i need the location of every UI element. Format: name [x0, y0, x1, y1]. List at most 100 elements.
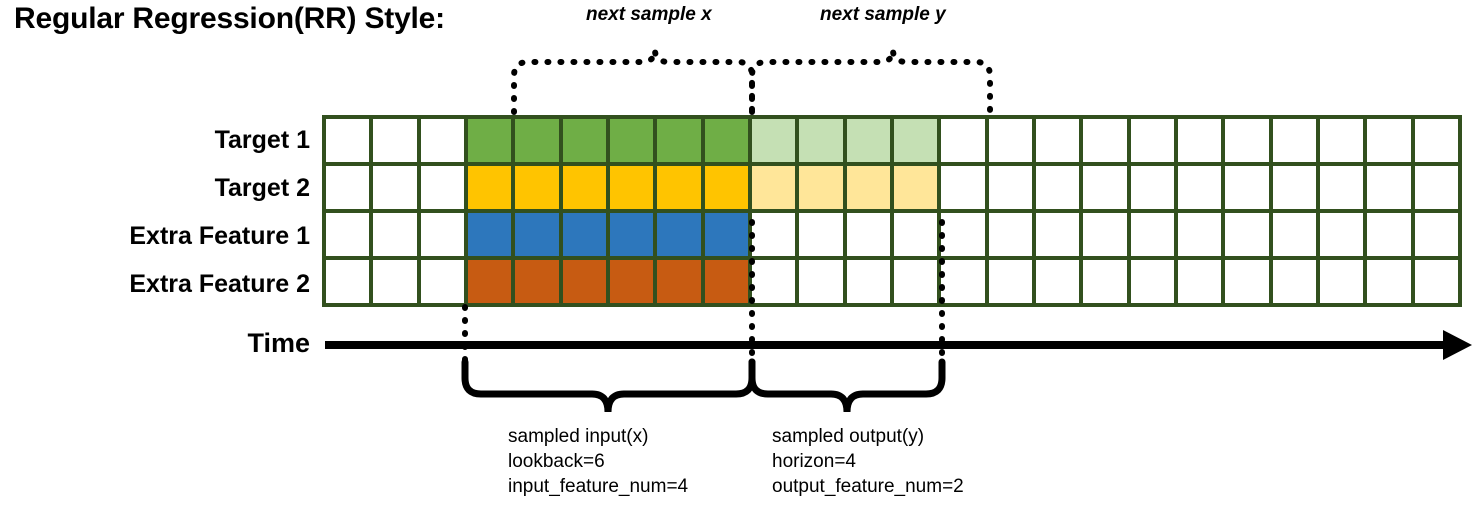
grid-cell-extra-feature-1-23: [1414, 213, 1458, 256]
grid-cell-target-2-23: [1414, 166, 1458, 209]
grid-cell-extra-feature-1-9: [751, 213, 796, 256]
grid-cell-target-1-4: [515, 119, 559, 162]
grid-cell-extra-feature-2-2: [420, 260, 464, 303]
grid-cell-extra-feature-1-16: [1083, 213, 1127, 256]
grid-cell-target-2-9: [751, 166, 796, 209]
grid-cell-extra-feature-2-7: [657, 260, 701, 303]
grid-cell-extra-feature-2-20: [1272, 260, 1316, 303]
row-label-target-1: Target 1: [214, 126, 310, 154]
grid-cell-target-1-12: [893, 119, 938, 162]
grid-cell-extra-feature-2-14: [988, 260, 1032, 303]
grid-cell-extra-feature-1-7: [657, 213, 701, 256]
grid-cell-extra-feature-2-22: [1367, 260, 1411, 303]
grid-cell-extra-feature-2-17: [1130, 260, 1174, 303]
grid-cell-target-2-15: [1035, 166, 1080, 209]
grid-cell-target-1-7: [657, 119, 701, 162]
grid-cell-extra-feature-2-4: [515, 260, 559, 303]
grid-cell-extra-feature-2-8: [704, 260, 748, 303]
grid-cell-extra-feature-1-1: [373, 213, 417, 256]
solid-brace-sampled-output: [748, 358, 946, 413]
grid-cell-target-2-6: [609, 166, 654, 209]
grid-cell-extra-feature-1-11: [846, 213, 890, 256]
label-next-sample-x: next sample x: [586, 4, 712, 25]
grid-cell-target-1-11: [846, 119, 890, 162]
grid-cell-extra-feature-2-11: [846, 260, 890, 303]
grid-cell-target-1-2: [420, 119, 464, 162]
grid-cell-extra-feature-1-17: [1130, 213, 1174, 256]
grid-cell-extra-feature-1-12: [893, 213, 938, 256]
grid-cell-extra-feature-2-12: [893, 260, 938, 303]
grid-cell-target-1-6: [609, 119, 654, 162]
row-label-extra-feature-2: Extra Feature 2: [129, 270, 310, 298]
sampled-output-title: sampled output(y): [772, 426, 925, 447]
grid-cell-target-2-19: [1225, 166, 1269, 209]
grid-cell-extra-feature-2-1: [373, 260, 417, 303]
solid-brace-sampled-input: [461, 358, 756, 413]
grid-cell-target-1-16: [1083, 119, 1127, 162]
grid-cell-extra-feature-1-3: [467, 213, 512, 256]
grid-cell-target-1-14: [988, 119, 1032, 162]
grid-cell-extra-feature-1-13: [941, 213, 985, 256]
grid-cell-target-1-22: [1367, 119, 1411, 162]
grid-cell-target-1-23: [1414, 119, 1458, 162]
grid-cell-target-2-10: [799, 166, 843, 209]
grid-cell-target-1-19: [1225, 119, 1269, 162]
grid-cell-extra-feature-2-10: [799, 260, 843, 303]
grid-cell-target-1-5: [562, 119, 606, 162]
grid-cell-target-2-5: [562, 166, 606, 209]
grid-cell-target-2-8: [704, 166, 748, 209]
sampled-output-feature-num: output_feature_num=2: [772, 476, 964, 497]
grid-cell-extra-feature-1-2: [420, 213, 464, 256]
grid-cell-target-2-3: [467, 166, 512, 209]
grid-cell-extra-feature-2-23: [1414, 260, 1458, 303]
sampled-input-title: sampled input(x): [508, 426, 649, 447]
grid-cell-target-2-11: [846, 166, 890, 209]
grid-cell-extra-feature-1-20: [1272, 213, 1316, 256]
grid-cell-target-2-21: [1319, 166, 1364, 209]
grid-cell-target-2-14: [988, 166, 1032, 209]
grid-cell-target-1-18: [1177, 119, 1222, 162]
grid-cell-target-1-8: [704, 119, 748, 162]
grid-cell-extra-feature-1-0: [326, 213, 370, 256]
grid-cell-target-2-12: [893, 166, 938, 209]
sampled-input-lookback: lookback=6: [508, 451, 605, 472]
grid-cell-extra-feature-1-18: [1177, 213, 1222, 256]
grid-cell-target-2-20: [1272, 166, 1316, 209]
page-title: Regular Regression(RR) Style:: [14, 2, 445, 35]
grid-cell-extra-feature-2-13: [941, 260, 985, 303]
sampled-input-block: sampled input(x) lookback=6 input_featur…: [508, 424, 688, 499]
timeseries-grid: [322, 115, 1462, 307]
grid-cell-target-2-1: [373, 166, 417, 209]
grid-cell-target-1-21: [1319, 119, 1364, 162]
grid-cell-extra-feature-2-3: [467, 260, 512, 303]
dotted-brace-next-sample-y: [749, 49, 993, 115]
grid-cell-target-2-2: [420, 166, 464, 209]
grid-cell-target-2-0: [326, 166, 370, 209]
sampled-output-block: sampled output(y) horizon=4 output_featu…: [772, 424, 964, 499]
dotted-brace-next-sample-x: [511, 49, 755, 115]
grid-cell-target-2-16: [1083, 166, 1127, 209]
grid-cell-extra-feature-2-6: [609, 260, 654, 303]
row-label-target-2: Target 2: [214, 174, 310, 202]
grid-cell-target-1-13: [941, 119, 985, 162]
grid-cell-extra-feature-2-15: [1035, 260, 1080, 303]
grid-cell-target-1-20: [1272, 119, 1316, 162]
grid-cell-extra-feature-2-19: [1225, 260, 1269, 303]
grid-cell-target-2-18: [1177, 166, 1222, 209]
grid-cell-extra-feature-2-0: [326, 260, 370, 303]
sampled-output-horizon: horizon=4: [772, 451, 856, 472]
grid-cell-target-1-17: [1130, 119, 1174, 162]
grid-cell-target-2-4: [515, 166, 559, 209]
grid-cell-extra-feature-1-4: [515, 213, 559, 256]
grid-cell-extra-feature-2-21: [1319, 260, 1364, 303]
grid-cell-target-1-1: [373, 119, 417, 162]
grid-cell-extra-feature-1-22: [1367, 213, 1411, 256]
grid-cell-extra-feature-1-21: [1319, 213, 1364, 256]
grid-cell-target-1-15: [1035, 119, 1080, 162]
grid-cell-target-1-3: [467, 119, 512, 162]
sampled-input-feature-num: input_feature_num=4: [508, 476, 689, 497]
row-label-extra-feature-1: Extra Feature 1: [129, 222, 310, 250]
grid-cell-extra-feature-1-15: [1035, 213, 1080, 256]
grid-cell-target-1-10: [799, 119, 843, 162]
grid-cell-target-1-0: [326, 119, 370, 162]
